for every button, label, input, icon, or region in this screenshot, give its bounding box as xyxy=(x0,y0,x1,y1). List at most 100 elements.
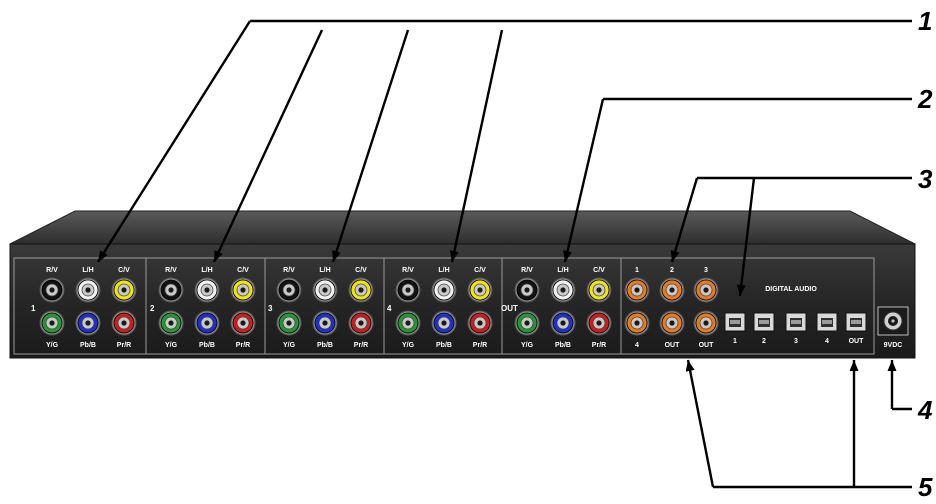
coax-jack-3[interactable] xyxy=(693,277,719,303)
callout-3-leader-optical xyxy=(738,177,756,297)
input-3-label-cv: C/V xyxy=(355,267,367,274)
optical-port-3[interactable] xyxy=(785,312,807,332)
input-4-rv-jack[interactable] xyxy=(395,277,421,303)
input-3-prr-jack[interactable] xyxy=(348,310,374,336)
callout-5-leader-coax-out-arrowhead xyxy=(685,360,695,372)
input-2-label-cv: C/V xyxy=(237,267,249,274)
input-1-cv-jack[interactable] xyxy=(111,277,137,303)
optical-port-1[interactable] xyxy=(724,312,746,332)
jack-panel-frame xyxy=(13,257,875,355)
output-prr-jack[interactable] xyxy=(586,310,612,336)
callout-4: 4 xyxy=(917,395,933,425)
callout-3-leader-coax xyxy=(670,177,699,263)
power-label: 9VDC xyxy=(884,342,903,349)
output-yg-jack[interactable] xyxy=(514,310,540,336)
callout-2-leader-output-arrowhead xyxy=(563,250,572,262)
input-2-cv-jack[interactable] xyxy=(230,277,256,303)
output-label-rv: R/V xyxy=(521,267,533,274)
input-1-yg-jack[interactable] xyxy=(39,310,65,336)
input-3-rv-jack[interactable] xyxy=(276,277,302,303)
input-2-pbb-jack[interactable] xyxy=(194,310,220,336)
input-3-label-yg: Y/G xyxy=(283,342,296,349)
callout-1-leader-input-4 xyxy=(450,29,504,263)
input-3-label-prr: Pr/R xyxy=(354,342,368,349)
input-2-label-yg: Y/G xyxy=(165,342,178,349)
input-1-pbb-jack[interactable] xyxy=(75,310,101,336)
input-1-lh-jack[interactable] xyxy=(75,277,101,303)
chassis-rear-face xyxy=(9,243,916,359)
input-1-label-rv: R/V xyxy=(46,267,58,274)
callout-1-leader-input-1-arrowhead xyxy=(98,250,108,262)
optical-port-5[interactable] xyxy=(845,312,867,332)
input-1-label-yg: Y/G xyxy=(46,342,59,349)
coax-label-bottom-2: OUT xyxy=(665,342,681,349)
coax-jack-2[interactable] xyxy=(659,277,685,303)
output-pbb-jack[interactable] xyxy=(550,310,576,336)
input-3-cv-jack[interactable] xyxy=(348,277,374,303)
output-lh-jack[interactable] xyxy=(550,277,576,303)
coax-jack-1[interactable] xyxy=(624,277,650,303)
optical-port-4[interactable] xyxy=(816,312,838,332)
optical-label-1: 1 xyxy=(733,338,737,345)
callout-1-leader-input-1 xyxy=(96,20,252,263)
callout-1-leader-input-4-arrowhead xyxy=(449,250,459,262)
callout-1: 1 xyxy=(918,6,932,36)
callout-1-leader-input-2-arrowhead xyxy=(214,250,223,262)
input-1-label-pbb: Pb/B xyxy=(80,342,96,349)
input-4-cv-jack[interactable] xyxy=(467,277,493,303)
section-dividers xyxy=(145,258,622,354)
input-4-label-lh: L/H xyxy=(438,267,449,274)
coax-label-top-1: 1 xyxy=(635,267,639,274)
coax-jack-bottom-1[interactable] xyxy=(624,310,650,336)
input-4-pbb-jack[interactable] xyxy=(431,310,457,336)
output-label-yg: Y/G xyxy=(521,342,534,349)
input-1-label-prr: Pr/R xyxy=(117,342,131,349)
input-1-rv-jack[interactable] xyxy=(39,277,65,303)
callout-5-leader-optical-out-arrowhead xyxy=(849,360,859,371)
input-4-yg-jack[interactable] xyxy=(395,310,421,336)
callout-2-leader-output xyxy=(563,98,605,263)
callout-5: 5 xyxy=(918,472,933,499)
coax-label-bottom-3: OUT xyxy=(699,342,715,349)
output-label: OUT xyxy=(501,304,518,313)
coax-jack-bottom-3[interactable] xyxy=(693,310,719,336)
input-1-label-lh: L/H xyxy=(82,267,93,274)
input-3-label-rv: R/V xyxy=(283,267,295,274)
callout-4-leader-power-arrowhead xyxy=(887,360,897,371)
input-4-label-pbb: Pb/B xyxy=(436,342,452,349)
input-1-prr-jack[interactable] xyxy=(111,310,137,336)
coax-label-top-3: 3 xyxy=(704,267,708,274)
coax-jack-bottom-2[interactable] xyxy=(659,310,685,336)
input-2-rv-jack[interactable] xyxy=(158,277,184,303)
input-2-prr-jack[interactable] xyxy=(230,310,256,336)
callout-2: 2 xyxy=(917,84,933,114)
input-1-label-cv: C/V xyxy=(118,267,130,274)
input-3-yg-jack[interactable] xyxy=(276,310,302,336)
optical-port-2[interactable] xyxy=(753,312,775,332)
callout-1-leader-input-2 xyxy=(212,29,324,263)
input-2-label-prr: Pr/R xyxy=(236,342,250,349)
output-rv-jack[interactable] xyxy=(514,277,540,303)
labels-layer: R/V Y/G L/H Pb/B C/V Pr/R 1 R/V Y/G L/H Pb/B C/V Pr/… xyxy=(31,267,902,349)
input-2-yg-jack[interactable] xyxy=(158,310,184,336)
input-3-pbb-jack[interactable] xyxy=(312,310,338,336)
input-4-prr-jack[interactable] xyxy=(467,310,493,336)
output-label-lh: L/H xyxy=(557,267,568,274)
input-2-label-pbb: Pb/B xyxy=(199,342,215,349)
dc-power-jack[interactable] xyxy=(877,306,909,336)
input-4-label-yg: Y/G xyxy=(402,342,415,349)
input-4-label-cv: C/V xyxy=(474,267,486,274)
input-2-lh-jack[interactable] xyxy=(194,277,220,303)
output-label-pbb: Pb/B xyxy=(555,342,571,349)
input-4-lh-jack[interactable] xyxy=(431,277,457,303)
input-4-label-prr: Pr/R xyxy=(473,342,487,349)
coax-label-top-2: 2 xyxy=(670,267,674,274)
input-3-lh-jack[interactable] xyxy=(312,277,338,303)
output-label-prr: Pr/R xyxy=(592,342,606,349)
callout-1-leader-input-3-arrowhead xyxy=(332,250,341,262)
input-2-label-rv: R/V xyxy=(165,267,177,274)
input-1-number: 1 xyxy=(31,304,36,313)
output-cv-jack[interactable] xyxy=(586,277,612,303)
